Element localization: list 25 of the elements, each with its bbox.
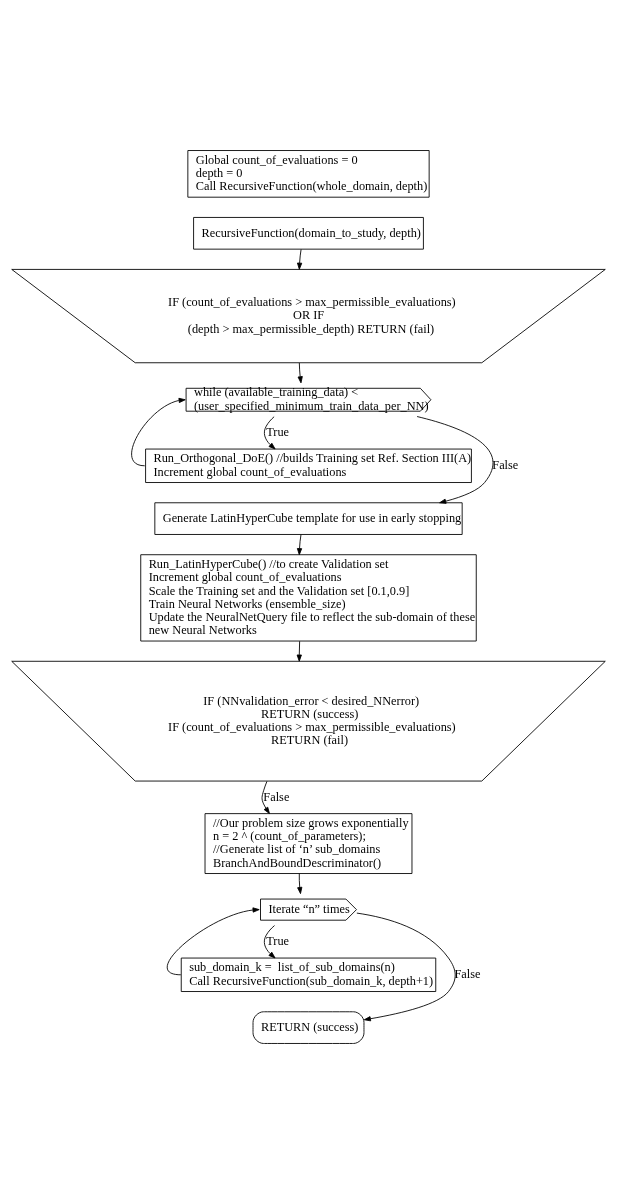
- edge-label: False: [454, 967, 481, 982]
- edge-label: True: [266, 425, 290, 440]
- arrow: [356, 912, 456, 1022]
- edge-label: False: [492, 458, 519, 473]
- arrow: [296, 534, 303, 556]
- arrow: [263, 925, 276, 959]
- node-box: //Our problem size grows exponentially n = 2 ^ (count_of_parameters); //Generate list of ‘n’ sub_domains BranchAndBoundDescriminator(): [204, 813, 413, 874]
- node-box: RecursiveFunction(domain_to_study, depth): [193, 217, 424, 250]
- arrow: [297, 873, 303, 895]
- arrow: [296, 640, 302, 662]
- node-box: Generate LatinHyperCube template for use in early stopping: [154, 502, 463, 535]
- edge-label: False: [263, 789, 290, 804]
- arrow: [263, 416, 276, 450]
- node-box: Run_LatinHyperCube() //to create Validation set Increment global count_of_evaluations Scale the Training set and the Validation set [0.1,0.9] Train Neural Networks (ensemble_size) Update the NeuralNetQuery file to reflect the sub-domain of these new Neural Networks: [140, 554, 477, 642]
- arrow: [261, 780, 270, 814]
- node-box: Run_Orthogonal_DoE() //builds Training set Ref. Section III(A) Increment global count_of_evaluations: [145, 448, 472, 483]
- arrow: [131, 397, 186, 467]
- edge-label: True: [266, 934, 290, 949]
- arrow: [416, 416, 494, 504]
- arrow: [297, 362, 303, 384]
- node-box: sub_domain_k = list_of_sub_domains(n) Call RecursiveFunction(sub_domain_k, depth+1): [180, 957, 437, 992]
- arrow: [297, 249, 303, 270]
- arrow: [166, 907, 260, 976]
- node-box: RETURN (success): [252, 1011, 365, 1044]
- node-box: Global count_of_evaluations = 0 depth = 0 Call RecursiveFunction(whole_domain, depth): [187, 150, 430, 198]
